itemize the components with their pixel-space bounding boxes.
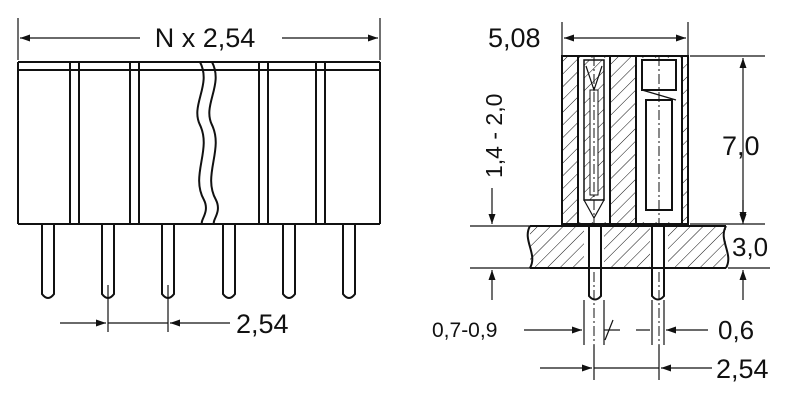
dimension-width: 5,08	[488, 22, 689, 55]
dimension-pin-diameter: 0,6	[636, 300, 754, 345]
front-view: N x 2,54	[17, 18, 381, 339]
dimension-height: 7,0	[690, 55, 765, 225]
pcb-section	[526, 225, 730, 269]
dimension-pitch-left: 2,54	[60, 285, 289, 339]
pins-front	[41, 224, 356, 299]
pins-section	[588, 224, 665, 301]
pin-diameter-label: 0,6	[718, 315, 754, 345]
dimension-pin-insert: 1,4 - 2,0	[470, 94, 530, 300]
pin-insert-label: 1,4 - 2,0	[481, 94, 507, 178]
dimension-overall-length: N x 2,54	[17, 18, 381, 60]
height-label: 7,0	[722, 131, 760, 161]
hole-diameter-label: 0,7-0,9	[432, 319, 497, 342]
pitch-left-label: 2,54	[236, 309, 289, 339]
dimension-pitch-right: 2,54	[540, 345, 769, 384]
housing-front	[17, 61, 381, 225]
dimension-board-thickness: 3,0	[728, 200, 770, 300]
overall-length-label: N x 2,54	[155, 23, 256, 53]
width-label: 5,08	[488, 23, 541, 53]
socket-contact-left	[583, 56, 605, 345]
dimension-hole-diameter: 0,7-0,9	[432, 300, 620, 345]
socket-contact-right	[641, 56, 677, 345]
housing-section	[561, 55, 689, 225]
section-view: 5,08	[432, 22, 770, 384]
board-thickness-label: 3,0	[732, 232, 768, 262]
pitch-right-label: 2,54	[716, 354, 769, 384]
